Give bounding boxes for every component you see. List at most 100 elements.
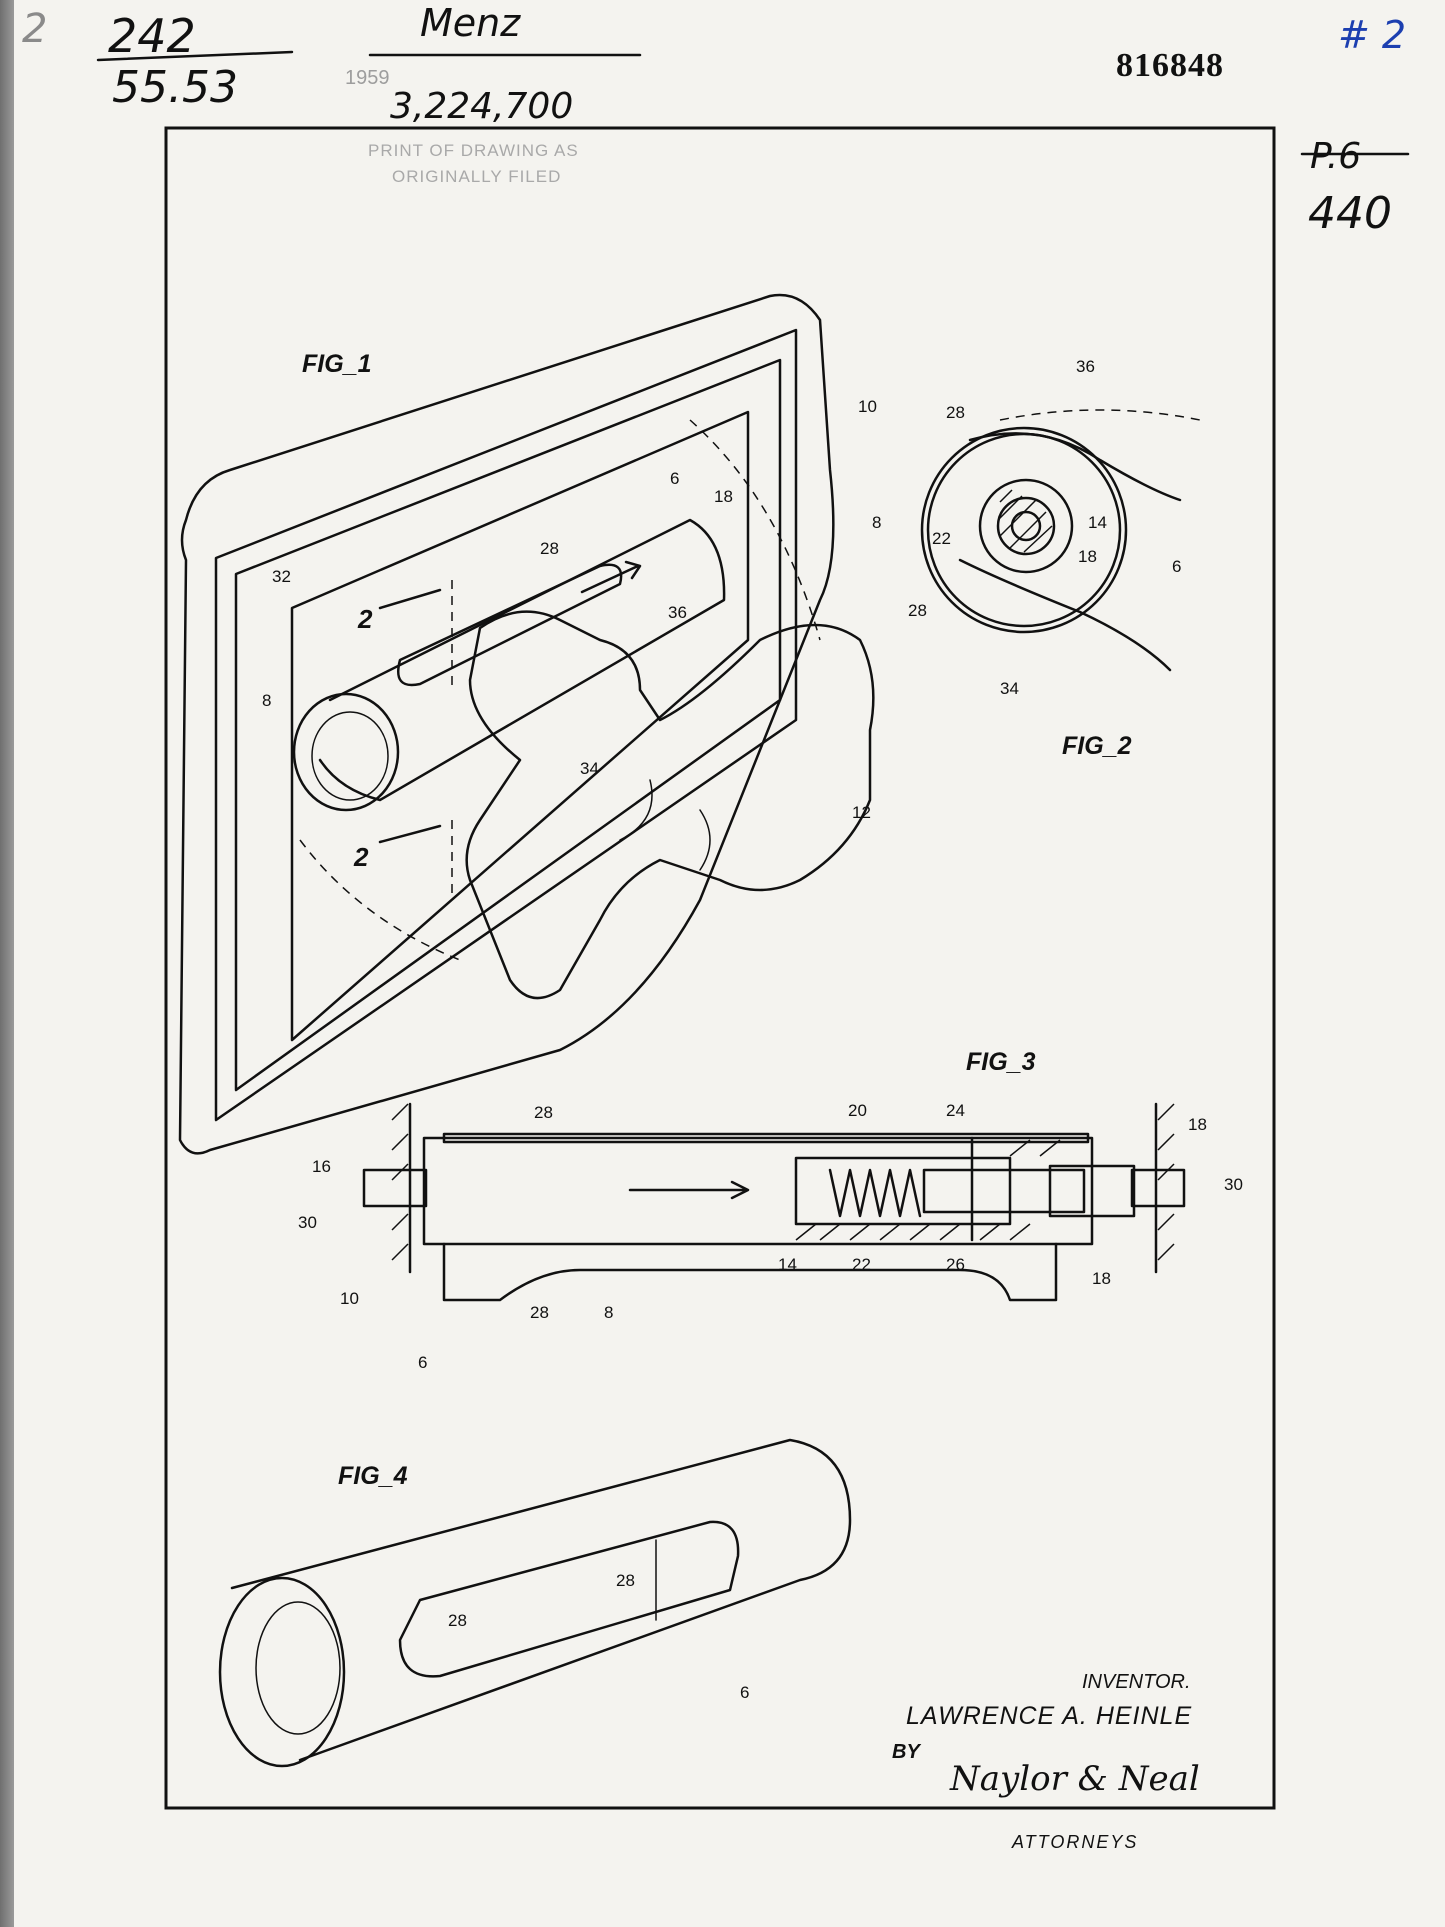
- page-count-annotation: 440: [1308, 188, 1392, 239]
- ref-numeral: 30: [298, 1213, 317, 1232]
- faint-year: 1959: [345, 67, 390, 89]
- ref-numeral: 18: [1188, 1115, 1207, 1134]
- ref-numeral: 18: [1092, 1269, 1111, 1288]
- struck-annotation: P.6: [1310, 136, 1361, 177]
- drawing-border: [164, 126, 1276, 1810]
- fig3-roller: [422, 1136, 1094, 1246]
- section-label-top: 2: [357, 604, 373, 634]
- ref-numeral: 22: [932, 529, 951, 548]
- fig4-slot: [398, 1520, 740, 1678]
- ref-numeral: 8: [262, 691, 271, 710]
- stamp-line-1: PRINT OF DRAWING AS: [368, 141, 579, 160]
- ref-numeral: 36: [668, 603, 687, 622]
- ref-numeral: 28: [530, 1303, 549, 1322]
- faint-annotation: 2: [22, 6, 47, 52]
- annotation-underline: [96, 50, 294, 62]
- inventor-block: INVENTOR. LAWRENCE A. HEINLE BY Naylor &…: [892, 1671, 1200, 1852]
- ref-numeral: 26: [946, 1255, 965, 1274]
- fig1-tube-end: [292, 692, 400, 812]
- ref-numeral: 14: [1088, 513, 1107, 532]
- ref-numeral: 6: [670, 469, 679, 488]
- fig2-shaft: [1010, 510, 1042, 542]
- ref-numeral: 14: [778, 1255, 797, 1274]
- fig3-section-hatching: [795, 1139, 1061, 1241]
- ref-numeral: 12: [852, 803, 871, 822]
- ref-numeral: 16: [312, 1157, 331, 1176]
- fig1-dashed-arc-2: [299, 839, 461, 961]
- hash-annotation: # 2: [1338, 13, 1406, 57]
- fig3-plunger: [922, 1168, 1086, 1214]
- section-label-bottom: 2: [353, 842, 369, 872]
- inventor-name: LAWRENCE A. HEINLE: [906, 1702, 1192, 1730]
- fig3-wall-hatching: [391, 1103, 1175, 1261]
- fig2-outer-ring: [920, 426, 1128, 634]
- fig2-core: [978, 478, 1074, 574]
- ref-numeral: 18: [1078, 547, 1097, 566]
- ref-numeral: 34: [1000, 679, 1019, 698]
- fig1-section-arrow-top: [378, 588, 442, 610]
- patent-number: 816848: [1116, 47, 1224, 84]
- ref-numeral: 10: [858, 397, 877, 416]
- ref-numeral: 28: [540, 539, 559, 558]
- fig4-tube-bore: [255, 1601, 341, 1735]
- ref-numeral: 28: [908, 601, 927, 620]
- ref-numeral: 30: [1224, 1175, 1243, 1194]
- ref-numeral: 10: [340, 1289, 359, 1308]
- figure-2: FIG_2 36 28 8 22 14 18 6 28 34: [872, 357, 1201, 760]
- fig1-pull-arrow: [580, 560, 642, 594]
- fig3-bore: [794, 1156, 1012, 1226]
- ref-numeral: 8: [604, 1303, 613, 1322]
- ref-numeral: 28: [946, 403, 965, 422]
- figure-3: FIG_3: [298, 1048, 1243, 1372]
- ref-numeral: 8: [872, 513, 881, 532]
- fig2-finger: [958, 432, 1182, 672]
- fig1-slot: [397, 563, 623, 687]
- figure-1: FIG_1 2 2 10 6 18 28 32 36 8 34 12: [178, 293, 877, 1155]
- ref-numeral: 18: [714, 487, 733, 506]
- ref-numeral: 28: [616, 1571, 635, 1590]
- fig4-tube-body: [230, 1438, 852, 1762]
- fig1-tube-bore: [311, 711, 389, 801]
- annotation-number: 242: [108, 9, 196, 63]
- fig2-dashed-outline: [999, 409, 1201, 421]
- fig4-tube-end: [218, 1576, 346, 1768]
- fig1-section-arrow-bottom: [378, 824, 442, 844]
- figure-1-label: FIG_1: [302, 350, 371, 378]
- ref-numeral: 6: [418, 1353, 427, 1372]
- fig2-hatching: [997, 489, 1053, 553]
- ref-numeral: 24: [946, 1101, 965, 1120]
- annotation-name: Menz: [420, 1, 521, 45]
- ref-numeral: 36: [1076, 357, 1095, 376]
- fig3-cover-top: [442, 1132, 1090, 1144]
- ref-numeral: 20: [848, 1101, 867, 1120]
- attorney-signature: Naylor & Neal: [949, 1759, 1200, 1799]
- ref-numeral: 6: [1172, 557, 1181, 576]
- ref-numeral: 6: [740, 1683, 749, 1702]
- ref-numeral: 28: [534, 1103, 553, 1122]
- ref-numeral: 34: [580, 759, 599, 778]
- ref-numeral: 28: [448, 1611, 467, 1630]
- figure-4-label: FIG_4: [338, 1462, 408, 1490]
- by-label: BY: [892, 1741, 921, 1763]
- ref-numeral: 22: [852, 1255, 871, 1274]
- stamp-line-2: ORIGINALLY FILED: [392, 167, 561, 186]
- ref-numeral: 32: [272, 567, 291, 586]
- fig3-arrow: [628, 1180, 750, 1200]
- figure-4: FIG_4 28 28 6: [218, 1438, 852, 1768]
- fig1-tube: [318, 518, 726, 802]
- fig3-right-pin: [1130, 1168, 1186, 1208]
- fig3-spring: [828, 1168, 922, 1218]
- fig1-hand: [465, 610, 875, 1000]
- fig1-frame: [214, 328, 798, 1122]
- annotation-subnumber: 55.53: [112, 62, 238, 113]
- canvas-edge: [0, 0, 14, 1927]
- fig1-inner-frame: [234, 358, 782, 1092]
- figure-3-label: FIG_3: [966, 1048, 1036, 1076]
- inventor-heading: INVENTOR.: [1082, 1671, 1191, 1693]
- annotation-reference-number: 3,224,700: [390, 86, 573, 127]
- fig1-wall-panel: [178, 293, 835, 1155]
- fig2-core-inner: [996, 496, 1056, 556]
- attorneys-label: ATTORNEYS: [1011, 1832, 1138, 1852]
- figure-2-label: FIG_2: [1062, 732, 1132, 760]
